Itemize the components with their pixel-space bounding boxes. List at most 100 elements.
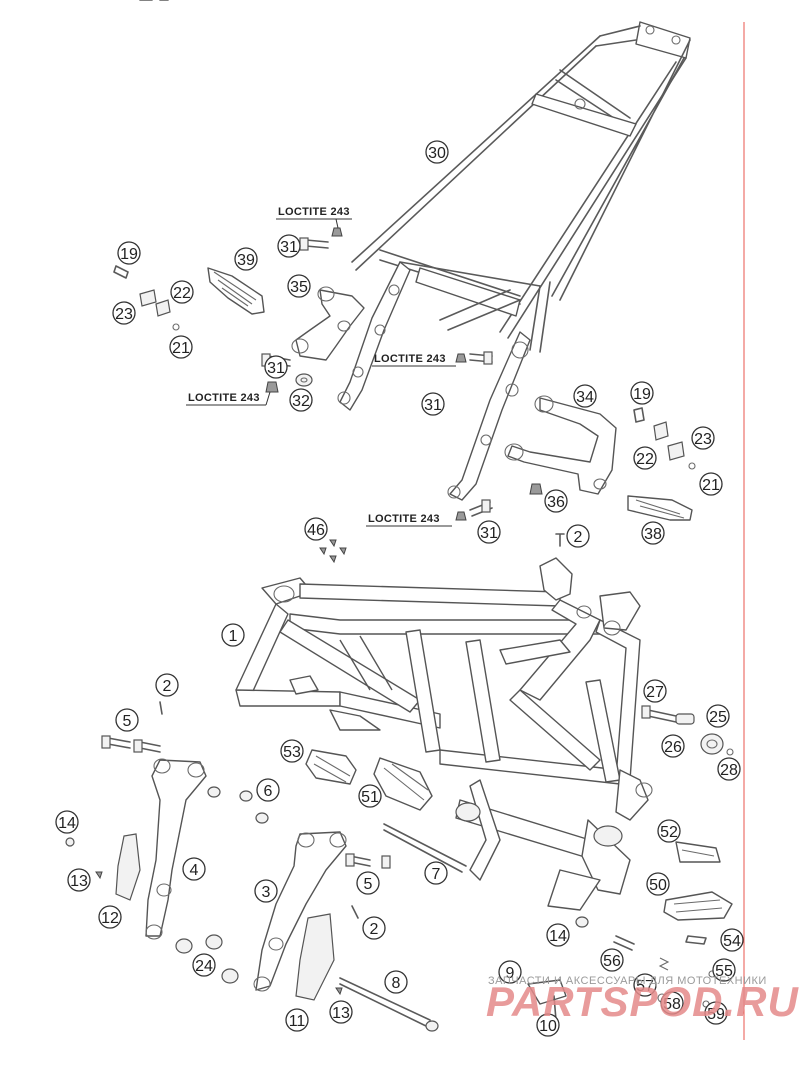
bolt-part-31-right-middle[interactable] bbox=[469, 351, 493, 365]
callout-number: 53 bbox=[283, 744, 301, 761]
screw-part-13-left[interactable] bbox=[95, 871, 103, 880]
spring-part-57[interactable] bbox=[658, 957, 670, 971]
callout-circle bbox=[182, 857, 206, 881]
callout-55: 55 bbox=[712, 958, 736, 982]
loctite-note-left: LOCTITE 243 bbox=[186, 391, 271, 406]
nut-loctite-upper bbox=[331, 227, 343, 237]
callout-number: 23 bbox=[115, 306, 133, 323]
bushing-part-25[interactable] bbox=[700, 733, 724, 755]
bracket-part-3[interactable] bbox=[253, 831, 347, 992]
pin-part-19-right[interactable] bbox=[633, 407, 645, 423]
washer-part-21-right[interactable] bbox=[688, 462, 696, 470]
spring-part-22-left[interactable] bbox=[155, 299, 171, 317]
callout-circle bbox=[566, 524, 590, 548]
callout-number: 14 bbox=[58, 815, 76, 832]
callout-number: 10 bbox=[539, 1018, 557, 1035]
footpeg-part-38[interactable] bbox=[627, 495, 693, 521]
nut-part-14-right[interactable] bbox=[575, 916, 589, 928]
screw-part-2-left[interactable] bbox=[159, 701, 163, 715]
callout-56: 56 bbox=[600, 948, 624, 972]
callout-9: 9 bbox=[498, 960, 522, 984]
callout-2: 2 bbox=[362, 916, 386, 940]
callout-number: 4 bbox=[190, 862, 199, 879]
screw-part-2-top[interactable] bbox=[555, 533, 565, 547]
pin-part-19-left[interactable] bbox=[113, 265, 129, 279]
bolt-part-31-upper-left[interactable] bbox=[299, 237, 329, 251]
nut-part-36[interactable] bbox=[529, 483, 543, 495]
bolt-part-27[interactable] bbox=[641, 705, 677, 723]
screw-part-2-right[interactable] bbox=[351, 905, 359, 919]
callout-number: 22 bbox=[636, 451, 654, 468]
callout-5: 5 bbox=[115, 708, 139, 732]
spring-plate-part-22-right[interactable] bbox=[653, 421, 669, 441]
callout-31: 31 bbox=[264, 355, 288, 379]
callout-circle bbox=[362, 916, 386, 940]
callout-number: 32 bbox=[292, 393, 310, 410]
loctite-label: LOCTITE 243 bbox=[278, 206, 350, 218]
washer-part-21-left[interactable] bbox=[172, 323, 180, 331]
bolt-part-5-right[interactable] bbox=[345, 853, 391, 869]
callout-57: 57 bbox=[633, 973, 657, 997]
callout-number: 30 bbox=[428, 145, 446, 162]
spring-plate-part-23-left[interactable] bbox=[139, 289, 157, 307]
callout-21: 21 bbox=[699, 472, 723, 496]
bolt-part-31-right-lower[interactable] bbox=[469, 499, 493, 517]
callout-38: 38 bbox=[641, 521, 665, 545]
callout-circle bbox=[646, 872, 670, 896]
cover-plate-part-12[interactable] bbox=[115, 833, 141, 901]
callout-31: 31 bbox=[277, 234, 301, 258]
footrest-bracket-part-34[interactable] bbox=[504, 395, 617, 495]
callout-circle bbox=[477, 520, 501, 544]
callout-number: 8 bbox=[392, 975, 401, 992]
washer-part-32[interactable] bbox=[295, 373, 313, 387]
axle-part-8[interactable] bbox=[339, 977, 439, 1032]
screw-part-14-left[interactable] bbox=[65, 837, 75, 847]
callout-number: 54 bbox=[723, 933, 741, 950]
callout-circle bbox=[657, 819, 681, 843]
subframe-part-30[interactable] bbox=[337, 21, 691, 501]
callout-number: 55 bbox=[715, 963, 733, 980]
bushings-part-24[interactable] bbox=[175, 934, 239, 984]
spacer-part-26[interactable] bbox=[675, 713, 695, 725]
main-frame-part-1[interactable] bbox=[235, 557, 653, 911]
footrest-bracket-part-35[interactable] bbox=[291, 286, 365, 361]
callout-circle bbox=[717, 757, 741, 781]
clip-part-54[interactable] bbox=[685, 935, 707, 945]
callout-circle bbox=[600, 948, 624, 972]
callout-8: 8 bbox=[384, 970, 408, 994]
callout-circle bbox=[641, 521, 665, 545]
cover-plate-part-11[interactable] bbox=[295, 913, 335, 1001]
screws-part-46[interactable] bbox=[319, 539, 347, 564]
footrest-part-50[interactable] bbox=[663, 891, 733, 921]
callout-25: 25 bbox=[706, 704, 730, 728]
screw-part-13-right[interactable] bbox=[335, 987, 343, 996]
spring-part-23-right[interactable] bbox=[667, 441, 685, 461]
callout-54: 54 bbox=[720, 928, 744, 952]
pin-part-56[interactable] bbox=[613, 935, 635, 951]
footrest-part-53[interactable] bbox=[305, 749, 357, 785]
callout-number: 19 bbox=[120, 246, 138, 263]
footpeg-part-39[interactable] bbox=[207, 267, 265, 315]
bolt-part-10[interactable] bbox=[553, 995, 557, 1021]
axle-part-7[interactable] bbox=[383, 823, 467, 873]
bolt-part-5-left[interactable] bbox=[101, 735, 161, 753]
nut-loctite-lower-left bbox=[265, 381, 279, 393]
callout-number: 2 bbox=[163, 678, 172, 695]
loctite-note-upper: LOCTITE 243 bbox=[276, 206, 352, 229]
callout-2: 2 bbox=[155, 673, 179, 697]
callout-number: 2 bbox=[574, 529, 583, 546]
callout-number: 13 bbox=[70, 873, 88, 890]
footrest-part-52[interactable] bbox=[675, 841, 721, 863]
part-callouts: 1222345567891011121313141419192121222223… bbox=[55, 140, 744, 1037]
bracket-part-4[interactable] bbox=[145, 758, 207, 940]
callout-24: 24 bbox=[192, 953, 216, 977]
callout-circle bbox=[643, 679, 667, 703]
footrest-part-51[interactable] bbox=[373, 757, 433, 811]
callout-number: 38 bbox=[644, 526, 662, 543]
callout-circle bbox=[691, 426, 715, 450]
bushings-part-6[interactable] bbox=[207, 786, 269, 824]
washer-part-28[interactable] bbox=[726, 748, 734, 756]
callout-number: 23 bbox=[694, 431, 712, 448]
bracket-part-9[interactable] bbox=[527, 979, 567, 1005]
